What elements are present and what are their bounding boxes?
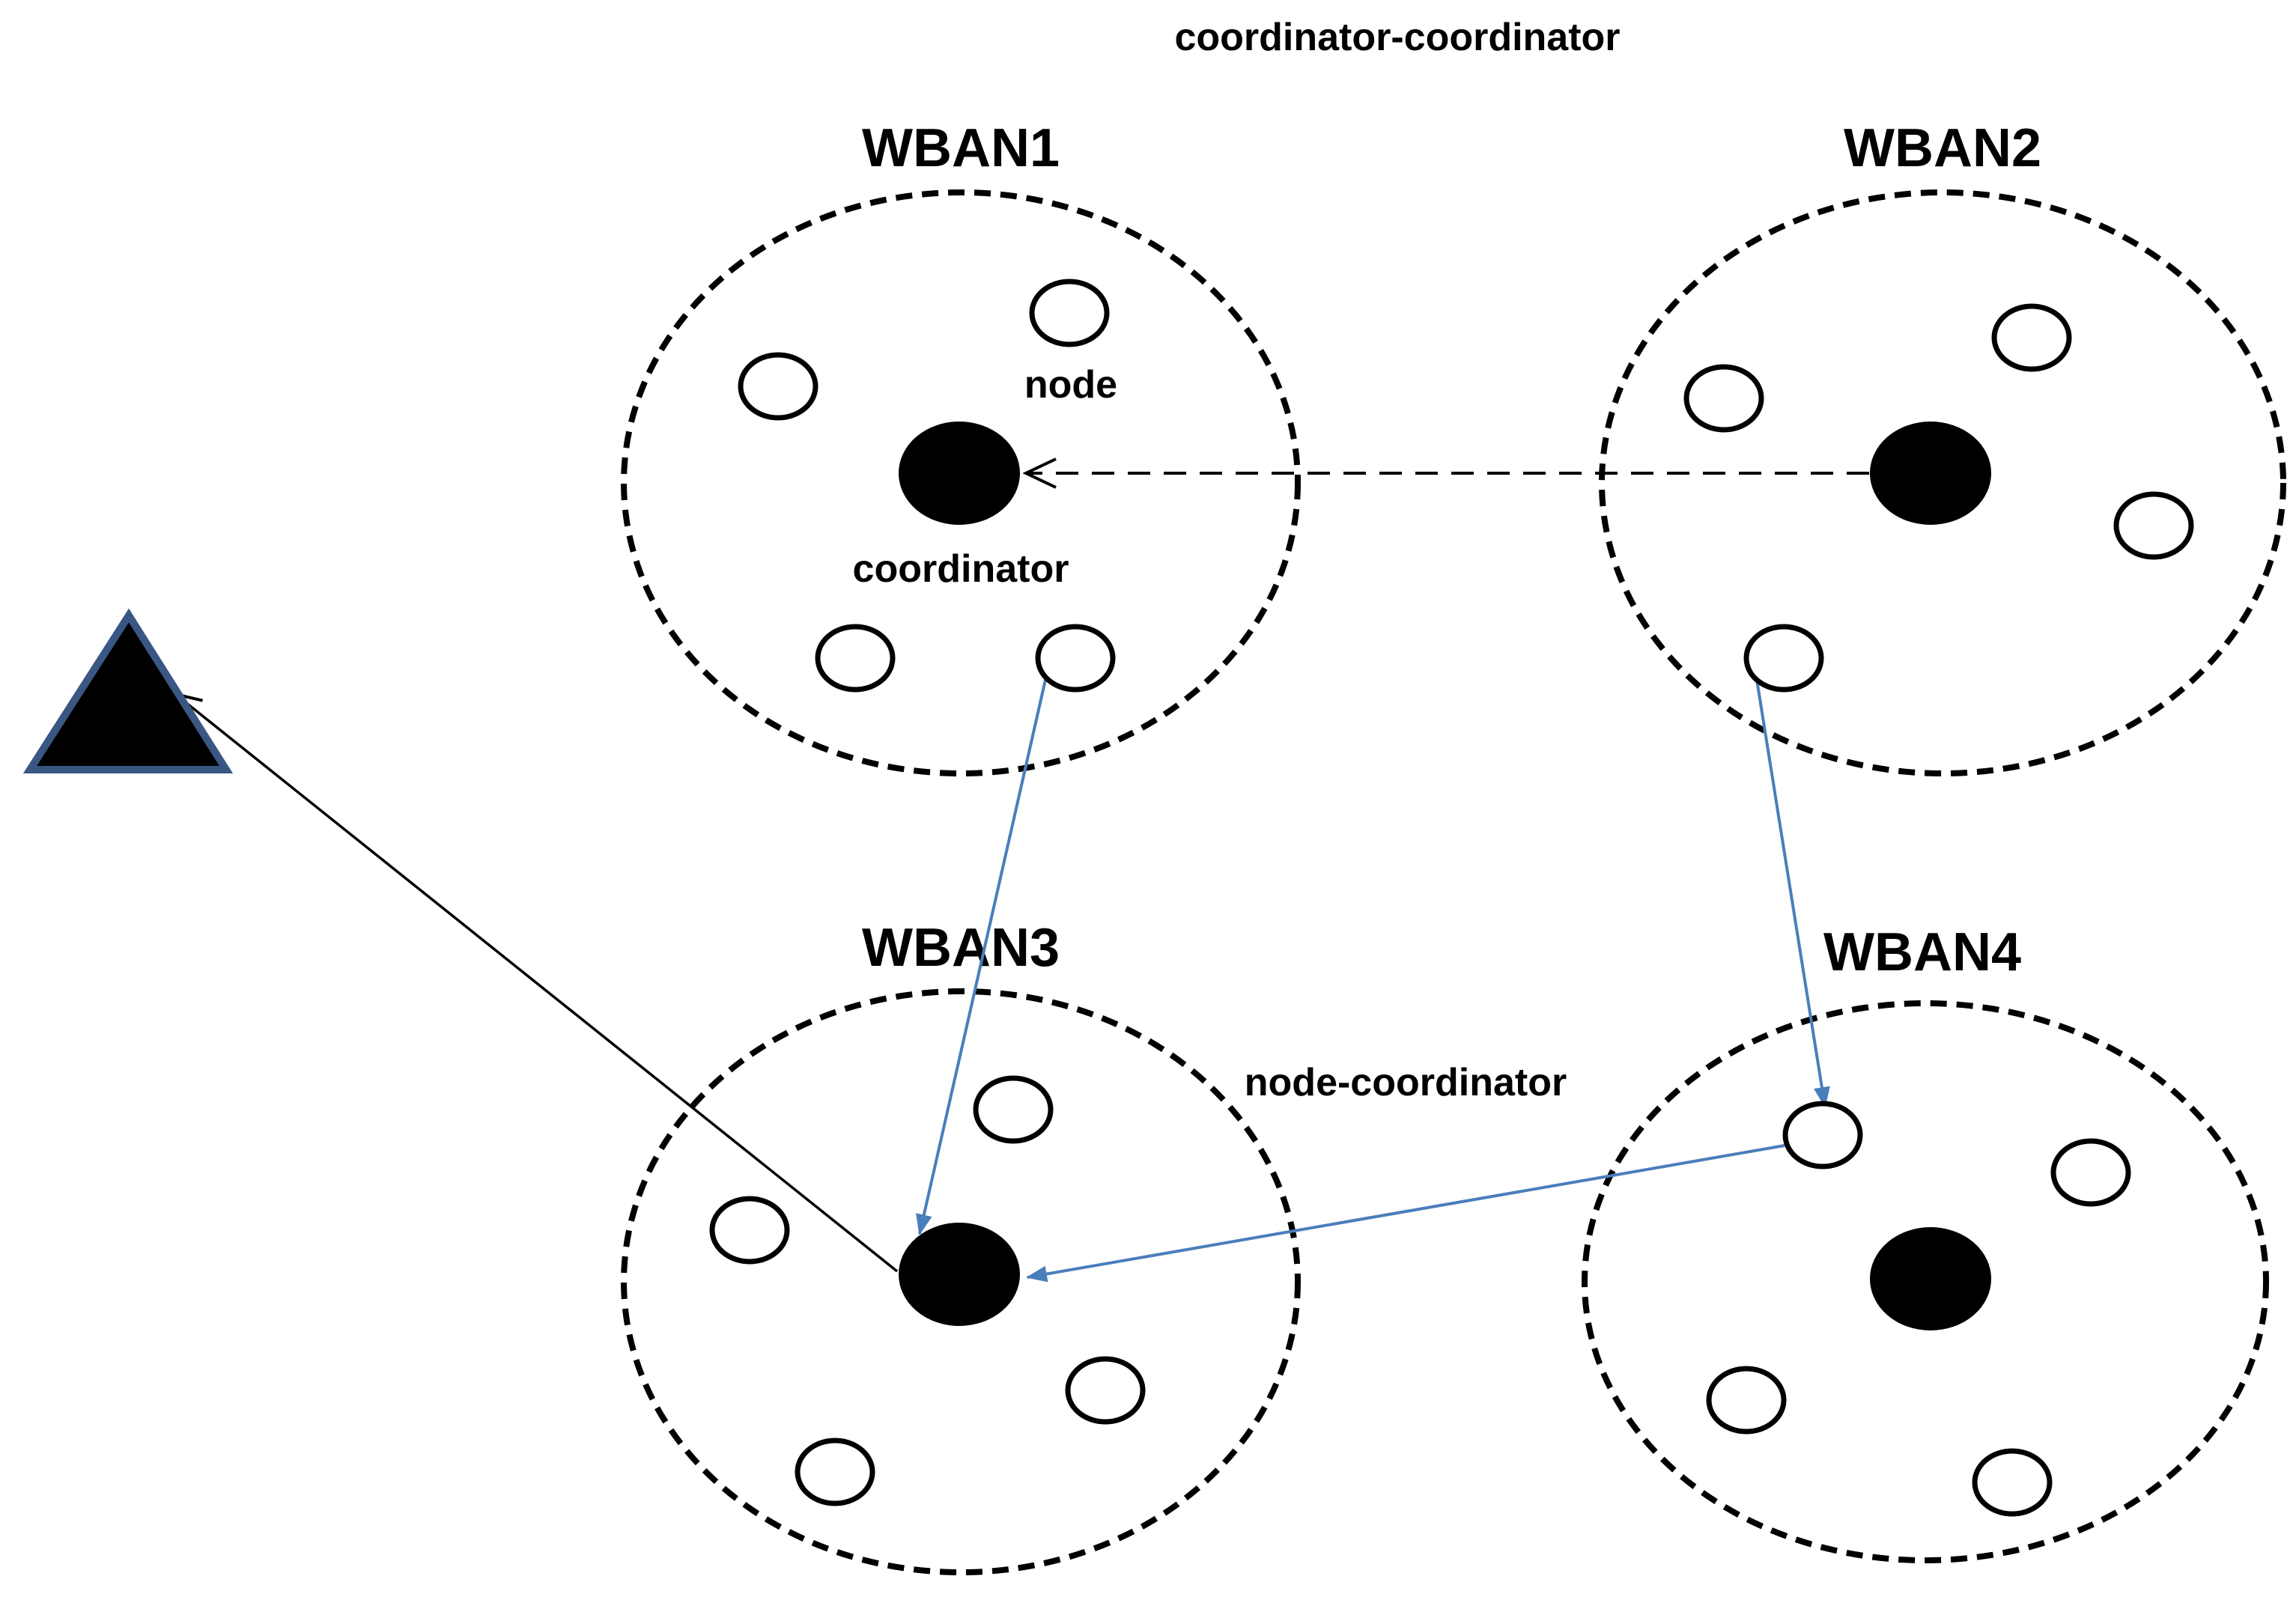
wban4-boundary (1582, 1000, 2269, 1563)
wban4-node (1972, 1448, 2053, 1517)
wban2-node (2113, 491, 2194, 560)
wban1-boundary (621, 189, 1301, 776)
wban2-node (1683, 364, 1764, 433)
wban4-node-to-wban3-coordinator-link (1026, 1144, 1785, 1283)
wban1-label: WBAN1 (862, 118, 1060, 178)
wban1-node (1035, 624, 1116, 693)
wban4-coordinator (1870, 1227, 1991, 1330)
node-coordinator-annotation: node-coordinator (1245, 1061, 1567, 1104)
wban2-node (1743, 624, 1824, 693)
wban1-node (815, 624, 896, 693)
wban3-node (973, 1075, 1054, 1144)
coordinator-annotation: coordinator (853, 547, 1069, 591)
wban3-node (709, 1196, 790, 1265)
wban3-node (1065, 1356, 1146, 1425)
wban2-boundary (1599, 189, 2286, 776)
wban4-node (1706, 1366, 1787, 1435)
wban2-node (1991, 303, 2072, 372)
wban1-node (1029, 279, 1110, 347)
diagram-title: coordinator-coordinator (1174, 16, 1620, 59)
wban3-label: WBAN3 (862, 918, 1060, 978)
wban4-node (2050, 1138, 2131, 1207)
wban3-boundary (621, 988, 1301, 1575)
wban3-node (795, 1438, 875, 1506)
wban4-label: WBAN4 (1823, 922, 2021, 982)
wban1-coordinator (899, 422, 1020, 525)
wban3-coordinator (899, 1223, 1020, 1326)
node-annotation: node (1024, 363, 1117, 407)
wban2-label: WBAN2 (1844, 118, 2041, 178)
coordinator-to-sink-link (175, 694, 899, 1273)
wban4-node (1782, 1101, 1863, 1169)
wban2-coordinator (1870, 422, 1991, 525)
wban1-node-to-wban3-coordinator-link (916, 679, 1047, 1235)
sink-triangle-icon (22, 608, 234, 773)
wban2-node-to-wban4-node-link (1755, 679, 1830, 1108)
wban1-node (738, 352, 819, 421)
